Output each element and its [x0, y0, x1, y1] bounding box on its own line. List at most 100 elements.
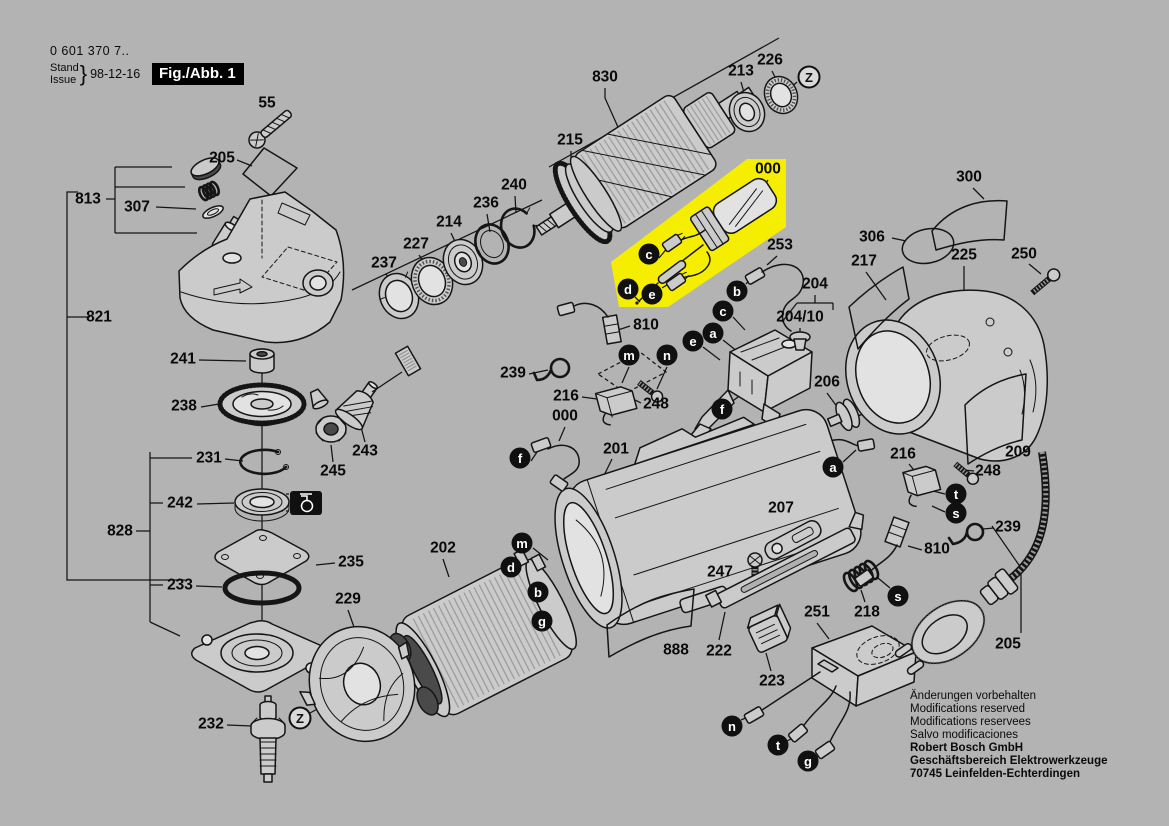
figure-number-box: Fig./Abb. 1 — [152, 63, 244, 85]
part-label-243: 243 — [352, 443, 378, 460]
part-label-201: 201 — [603, 441, 629, 458]
svg-text:b: b — [733, 284, 741, 299]
grease-symbol-icon — [290, 491, 322, 515]
part-label-204-10: 204/10 — [776, 309, 823, 326]
part-label-307: 307 — [124, 199, 150, 216]
suppressor-000 — [635, 177, 778, 305]
footer-note: Modifications reserved — [910, 703, 1026, 715]
cap-204-10 — [789, 331, 811, 351]
section-marker-Z: Z — [797, 65, 821, 89]
part-label-215: 215 — [557, 132, 583, 149]
ref-letter-d: d — [500, 556, 522, 578]
part-label-242: 242 — [167, 495, 193, 512]
svg-text:d: d — [624, 282, 632, 297]
svg-text:e: e — [648, 287, 655, 302]
part-label-239: 239 — [500, 365, 526, 382]
ref-letter-s: s — [945, 502, 967, 524]
ref-letter-t: t — [767, 734, 789, 756]
svg-text:n: n — [663, 348, 671, 363]
ball-bearing-242 — [234, 488, 290, 522]
brush-810-left — [556, 301, 622, 345]
part-label-218: 218 — [854, 604, 880, 621]
spring-clip-239-right — [947, 522, 985, 546]
plate-207 — [764, 520, 822, 560]
direction-arrow-icon — [213, 278, 253, 296]
part-label-216: 216 — [553, 388, 579, 405]
legal-footer: Änderungen vorbehalten Modifications res… — [910, 690, 1108, 781]
ref-letter-n: n — [721, 715, 743, 737]
hex-nut-245 — [315, 415, 347, 443]
brace-glyph: } — [79, 61, 88, 86]
part-label-231: 231 — [196, 450, 222, 467]
svg-text:e: e — [689, 334, 696, 349]
svg-text:s: s — [894, 589, 901, 604]
part-label-813: 813 — [75, 191, 101, 208]
ref-letter-f: f — [509, 447, 531, 469]
part-label-225: 225 — [951, 247, 977, 264]
wire-253 — [744, 263, 804, 332]
parts-layer — [178, 75, 1061, 783]
part-label-830: 830 — [592, 69, 618, 86]
screw-250 — [1030, 268, 1061, 296]
part-label-239: 239 — [995, 519, 1021, 536]
part-label-213: 213 — [728, 63, 754, 80]
part-label-238: 238 — [171, 398, 197, 415]
label-sheet-209 — [964, 373, 1027, 465]
svg-text:g: g — [804, 754, 812, 769]
armature-215 — [535, 86, 757, 245]
brush-holder-216-left — [594, 386, 638, 426]
ring-227 — [410, 256, 454, 306]
footer-note: Modifications reservees — [910, 716, 1031, 728]
issue-date: 98-12-16 — [90, 67, 141, 81]
screw-55 — [248, 109, 293, 149]
part-label-206: 206 — [814, 374, 840, 391]
wire-000-lower — [530, 437, 580, 492]
sticker-306 — [901, 227, 955, 265]
ref-letter-b: b — [527, 581, 549, 603]
svg-text:a: a — [829, 460, 837, 475]
svg-text:c: c — [719, 304, 726, 319]
shim-236 — [474, 223, 510, 265]
spindle-232 — [250, 695, 286, 783]
part-label-204: 204 — [802, 276, 828, 293]
part-label-222: 222 — [706, 643, 732, 660]
brush-holder-216-right — [902, 465, 942, 508]
ref-letter-d: d — [617, 278, 639, 300]
label-sheet-205 — [242, 147, 298, 197]
screw-248-left — [637, 380, 664, 403]
svg-text:Z: Z — [296, 711, 304, 726]
part-label-828: 828 — [107, 523, 133, 540]
part-label-000: 000 — [755, 161, 781, 178]
section-z-markers: ZZ — [288, 65, 821, 730]
part-label-253: 253 — [767, 237, 793, 254]
label-sheet-217 — [848, 266, 910, 350]
svg-text:a: a — [709, 326, 717, 341]
svg-text:n: n — [728, 719, 736, 734]
electronic-module-251 — [743, 625, 917, 760]
svg-text:f: f — [518, 451, 523, 466]
gasket-235 — [214, 529, 310, 586]
part-label-306: 306 — [859, 229, 885, 246]
svg-text:b: b — [534, 585, 542, 600]
svg-text:d: d — [507, 560, 515, 575]
bevel-gear-238 — [217, 382, 307, 427]
part-label-235: 235 — [338, 554, 364, 571]
ref-letter-g: g — [797, 750, 819, 772]
part-label-241: 241 — [170, 351, 196, 368]
spring-clip-239-left — [532, 357, 571, 382]
slider-222 — [704, 511, 865, 609]
ref-letter-a: a — [822, 456, 844, 478]
bushing-241 — [249, 348, 275, 374]
part-label-245: 245 — [320, 463, 346, 480]
part-label-229: 229 — [335, 591, 361, 608]
ring-226 — [763, 75, 799, 115]
part-label-247: 247 — [707, 564, 733, 581]
part-label-236: 236 — [473, 195, 499, 212]
part-label-248: 248 — [975, 463, 1001, 480]
gear-housing — [178, 191, 345, 344]
svg-text:c: c — [645, 247, 652, 262]
ref-letter-e: e — [641, 283, 663, 305]
ref-letter-m: m — [618, 344, 640, 366]
